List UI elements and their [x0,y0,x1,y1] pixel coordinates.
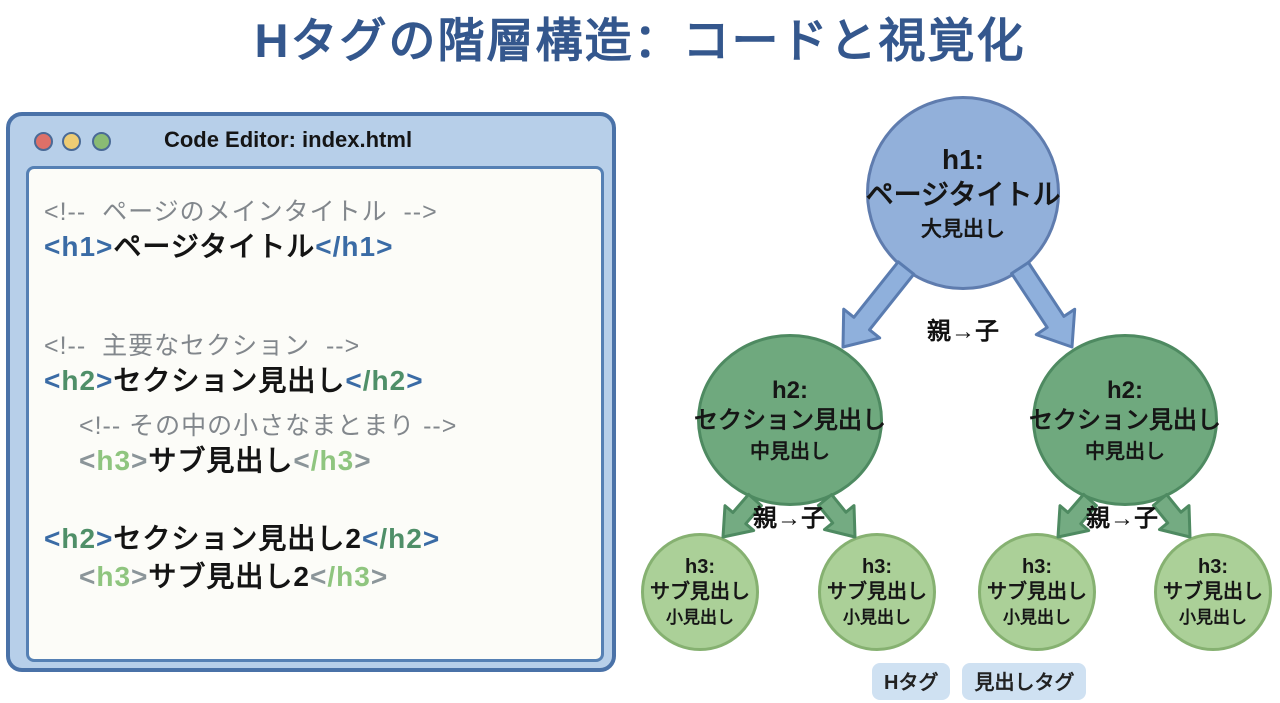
tree-node-h3-1-text-1: サブ見出し [650,581,750,604]
code-token-b-blue: > [96,365,114,396]
code-line-h3-1: <h3>サブ見出し</h3> [79,447,372,475]
code-token-tag-h2: /h2 [362,365,407,396]
tree-node-h2-left-text-1: セクション見出し [694,406,886,434]
legend-badge-0: Hタグ [872,663,951,700]
tree-node-h1-text-2: 大見出し [921,218,1005,242]
code-token-b-gray: < [79,561,97,592]
parent-child-arrow-0 [841,260,916,349]
traffic-light-close-icon[interactable] [34,132,53,151]
code-line-h1: <h1>ページタイトル</h1> [44,233,393,261]
code-line-h3-2: <h3>サブ見出し2</h3> [79,563,388,591]
code-token-tag-h2: /h2 [379,523,423,554]
tree-node-h3-3: h3:サブ見出し小見出し [978,533,1096,651]
tree-node-h3-1-text-2: 小見出し [666,608,734,628]
tree-node-h2-right-text-0: h2: [1107,376,1143,404]
tree-node-h3-2-text-2: 小見出し [843,608,911,628]
tree-node-h3-2-text-1: サブ見出し [827,581,927,604]
tree-node-h3-2-text-0: h3: [862,556,892,579]
code-token-b-gray: > [370,561,389,592]
code-token-b-blue: < [44,365,62,396]
editor-title: Code Editor: index.html [163,127,413,152]
tree-node-h1: h1:ページタイトル大見出し [866,96,1060,290]
tree-node-h1-text-0: h1: [942,144,984,176]
code-token-tag-h2: h2 [61,523,97,554]
code-token-comment: <!-- ページのメインタイトル --> [44,198,438,226]
code-token-tag-h3: h3 [96,561,132,592]
tree-node-h1-text-1: ページタイトル [865,179,1061,211]
code-line-comment-main-section: <!-- 主要なセクション --> [44,331,360,359]
code-token-text: ページタイトル [113,231,316,262]
code-token-b-blue: < [361,523,380,554]
code-token-b-gray: < [293,445,311,476]
legend-badge-1: 見出しタグ [962,663,1087,700]
tree-node-h2-right: h2:セクション見出し中見出し [1029,334,1221,506]
parent-child-arrow-1 [1010,261,1077,349]
code-token-tag-h3: /h3 [310,445,355,476]
tree-node-h3-3-text-2: 小見出し [1003,608,1071,628]
tree-node-h3-4-text-0: h3: [1198,556,1228,579]
traffic-light-minimize-icon[interactable] [62,132,81,151]
code-token-text: サブ見出し2 [148,561,310,592]
tree-node-h2-left-text-2: 中見出し [750,440,830,463]
tree-node-h3-1: h3:サブ見出し小見出し [641,533,759,651]
code-editor-window: Code Editor: index.html <!-- ページのメインタイトル… [6,112,616,672]
tree-node-h2-left: h2:セクション見出し中見出し [694,334,886,506]
editor-titlebar: Code Editor: index.html [10,116,612,166]
parent-child-label-0: 親→子 [927,318,999,345]
tree-node-h3-3-text-0: h3: [1022,556,1052,579]
code-token-tag-h3: h3 [96,445,132,476]
code-area: <!-- ページのメインタイトル --> <h1>ページタイトル</h1> <!--… [26,166,604,662]
code-line-h2-1: <h2>セクション見出し</h2> [44,367,424,395]
code-token-text: セクション見出し [113,365,346,396]
code-token-tag-h1: </h1> [315,231,394,262]
code-token-b-blue: > [406,365,424,396]
page-title: Hタグの階層構造：コードと視覚化 [254,14,1026,67]
code-line-h2-2: <h2>セクション見出し2</h2> [44,525,440,553]
parent-child-label-2: 親→子 [1086,505,1158,532]
code-line-comment-main-title: <!-- ページのメインタイトル --> [44,197,438,225]
code-token-b-gray: > [131,561,149,592]
parent-child-arrow-5 [1151,493,1192,539]
tree-node-h3-2: h3:サブ見出し小見出し [818,533,936,651]
tree-node-h3-1-text-0: h3: [685,556,715,579]
code-token-comment: <!-- 主要なセクション --> [44,332,361,360]
code-token-tag-h1: <h1> [44,231,114,262]
code-token-comment: <!-- その中の小さなまとまり --> [79,412,458,440]
tree-node-h2-left-text-0: h2: [772,376,808,404]
tree-node-h3-4-text-2: 小見出し [1179,608,1247,628]
tree-node-h2-right-text-2: 中見出し [1085,440,1165,463]
tree-node-h3-4: h3:サブ見出し小見出し [1154,533,1272,651]
code-token-tag-h3: /h3 [327,561,371,592]
code-token-b-blue: < [44,523,62,554]
code-token-b-gray: > [354,445,372,476]
code-token-b-gray: < [309,561,328,592]
code-token-b-blue: < [345,365,363,396]
code-token-text: サブ見出し [148,445,294,476]
code-token-text: セクション見出し2 [113,523,362,554]
code-token-b-gray: > [131,445,149,476]
code-token-tag-h2: h2 [61,365,97,396]
tree-legend: Hタグ見出しタグ [872,663,1087,700]
code-token-b-blue: > [96,523,114,554]
parent-child-label-1: 親→子 [753,505,825,532]
code-token-b-gray: < [79,445,97,476]
traffic-light-maximize-icon[interactable] [92,132,111,151]
tree-node-h3-4-text-1: サブ見出し [1163,581,1263,604]
code-token-b-blue: > [422,523,441,554]
tree-node-h3-3-text-1: サブ見出し [987,581,1087,604]
code-line-comment-subgroup: <!-- その中の小さなまとまり --> [79,411,457,439]
tree-node-h2-right-text-1: セクション見出し [1029,406,1221,434]
